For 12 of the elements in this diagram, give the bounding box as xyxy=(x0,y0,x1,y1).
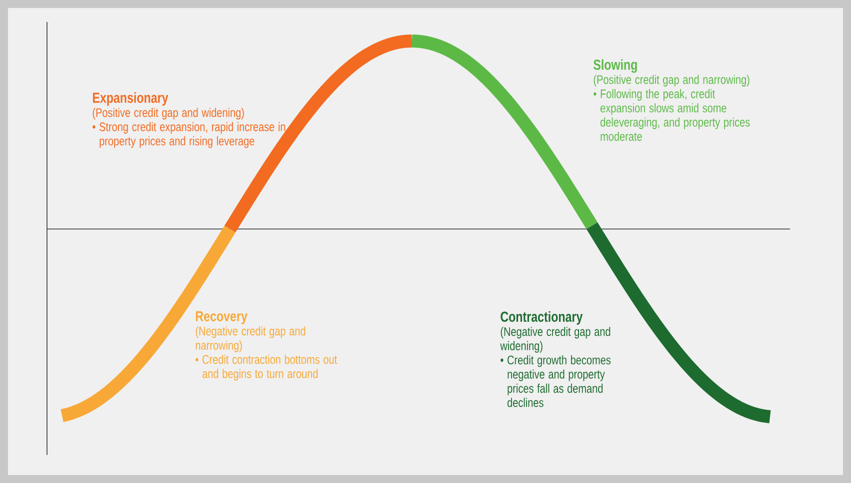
phase-subtitle: (Negative credit gap and widening) xyxy=(500,326,610,353)
bullet-text: • Credit growth becomes negative and property prices fall as demand declines xyxy=(500,355,611,408)
phase-heading: Recovery xyxy=(196,311,248,324)
phase-heading: Contractionary xyxy=(500,311,583,325)
bullet-text: • Credit contraction bottoms out and begins to turn around xyxy=(196,354,338,381)
bullet-text: • Following the peak, credit expansion slows amid some deleveraging, and property prices moderate xyxy=(594,89,750,141)
phase-subtitle: (Positive credit gap and widening) xyxy=(92,108,244,120)
phase-heading: Expansionary xyxy=(93,92,168,106)
phase-subtitle: (Negative credit gap and narrowing) xyxy=(196,326,306,352)
phase-subtitle: (Positive credit gap and narrowing) xyxy=(594,74,750,86)
bullet-text: • Strong credit expansion, rapid increase in property prices and rising leverage xyxy=(92,122,286,148)
phase-heading: Slowing xyxy=(594,59,637,73)
